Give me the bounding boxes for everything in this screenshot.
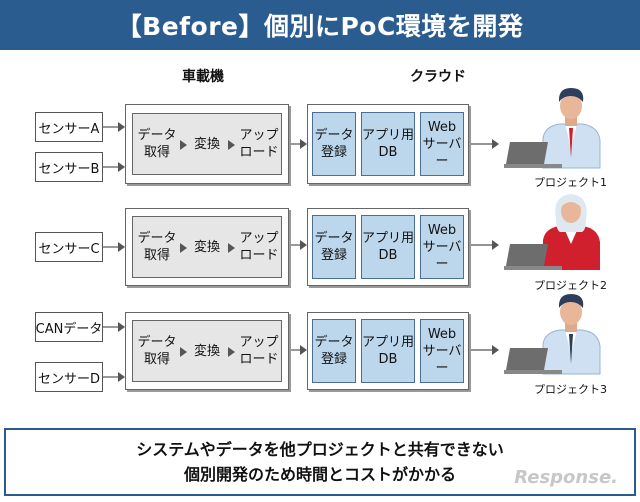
- step-upload-row2: アップ ロード: [239, 231, 279, 263]
- step-convert-row2: 変換: [193, 240, 220, 255]
- arrow-right-icon: [228, 140, 235, 150]
- vehicle-process-band-row3: [132, 320, 282, 382]
- step-acquire-row2: データ 取得: [137, 231, 177, 263]
- person-2-icon: [504, 194, 600, 270]
- step-upload-row3: アップ ロード: [239, 335, 279, 367]
- summary-line-2: 個別開発のため時間とコストがかかる: [183, 465, 456, 484]
- sensor-b-box: センサーB: [35, 152, 103, 182]
- step-register-row3: データ 登録: [312, 319, 356, 383]
- step-webserver-row3: Web サーバー: [420, 319, 464, 383]
- project-2-label: プロジェクト2: [534, 279, 607, 292]
- project-3-label: プロジェクト3: [534, 383, 607, 396]
- step-convert-row1: 変換: [193, 137, 220, 152]
- page-title: 【Before】個別にPoC環境を開発: [0, 0, 640, 50]
- arrow-right-icon: [228, 347, 235, 357]
- person-1-icon: [504, 88, 601, 169]
- sensor-c-box: センサーC: [35, 232, 103, 262]
- step-register-row1: データ 登録: [312, 112, 356, 176]
- arrow-right-icon: [180, 140, 187, 150]
- summary-line-1: システムやデータを他プロジェクトと共有できない: [136, 440, 504, 459]
- watermark-logo: Response.: [514, 467, 618, 488]
- sensor-a-box: センサーA: [35, 112, 103, 142]
- step-webserver-row1: Web サーバー: [420, 112, 464, 176]
- step-appdb-row3: アプリ用 DB: [361, 319, 415, 383]
- can-data-box: CANデータ: [35, 312, 103, 342]
- person-3-icon: [504, 294, 601, 375]
- project-1-label: プロジェクト1: [534, 176, 607, 189]
- summary-box: システムやデータを他プロジェクトと共有できない 個別開発のため時間とコストがかか…: [4, 428, 636, 496]
- step-appdb-row1: アプリ用 DB: [361, 112, 415, 176]
- step-register-row2: データ 登録: [312, 215, 356, 279]
- arrow-right-icon: [228, 243, 235, 253]
- vehicle-section-label: 車載機: [182, 69, 224, 85]
- step-acquire-row3: データ 取得: [137, 335, 177, 367]
- vehicle-process-band-row1: [132, 113, 282, 175]
- step-webserver-row2: Web サーバー: [420, 215, 464, 279]
- sensor-d-box: センサーD: [35, 362, 103, 392]
- arrow-right-icon: [180, 243, 187, 253]
- step-acquire-row1: データ 取得: [137, 128, 177, 160]
- step-appdb-row2: アプリ用 DB: [361, 215, 415, 279]
- step-convert-row3: 変換: [193, 344, 220, 359]
- cloud-section-label: クラウド: [410, 69, 466, 85]
- vehicle-process-band-row2: [132, 216, 282, 278]
- arrow-right-icon: [180, 347, 187, 357]
- step-upload-row1: アップ ロード: [239, 128, 279, 160]
